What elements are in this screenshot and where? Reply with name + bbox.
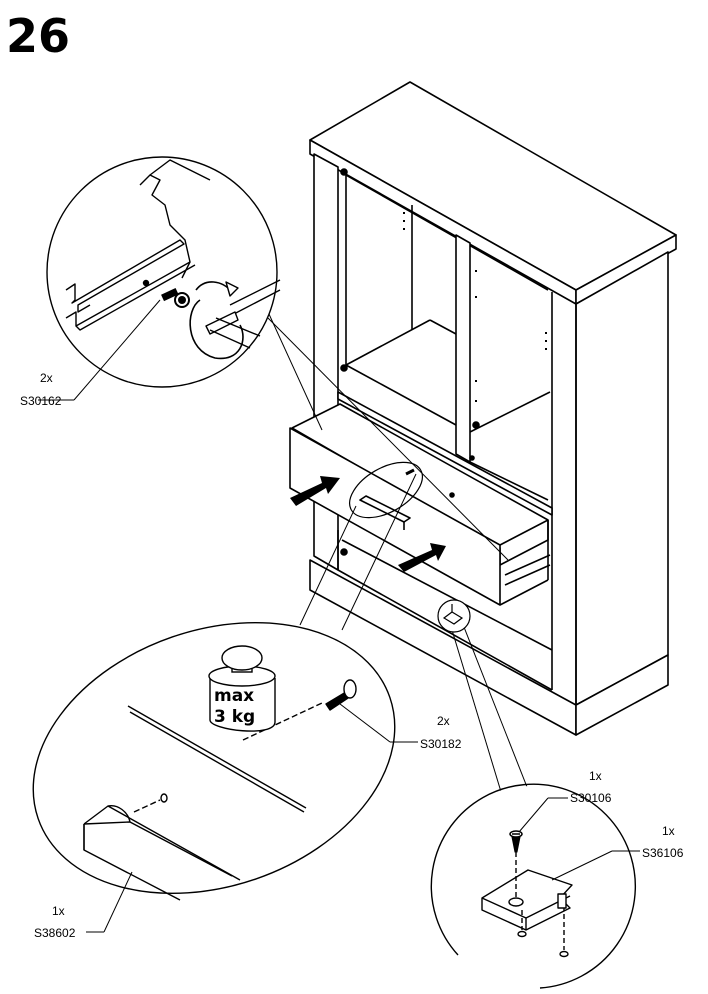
callout-screw-part: S30182 [420,737,462,751]
weight-line-max: max [214,686,254,706]
callout-glide-screw-part: S30106 [570,791,612,805]
detail-ellipse-handle: max 3 kg [32,621,396,901]
weight-line-kg: 3 kg [214,707,255,727]
callout-handle-part: S38602 [34,926,76,940]
callout-screw-qty: 2x [437,714,450,728]
callout-glide-part: S36106 [642,846,684,860]
cabinet [289,81,677,736]
handle-highlight-ellipse [349,461,423,519]
push-arrows [290,476,446,572]
detail-circle-glide [430,783,636,990]
step-number: 26 [6,9,70,63]
callout-glide-qty: 1x [662,824,675,838]
callout-glide-screw-qty: 1x [589,769,602,783]
callout-top-left-qty: 2x [40,371,53,385]
callout-top-left-part: S30162 [20,394,62,408]
detail-circle-runner [38,156,281,401]
callout-handle-qty: 1x [52,904,65,918]
